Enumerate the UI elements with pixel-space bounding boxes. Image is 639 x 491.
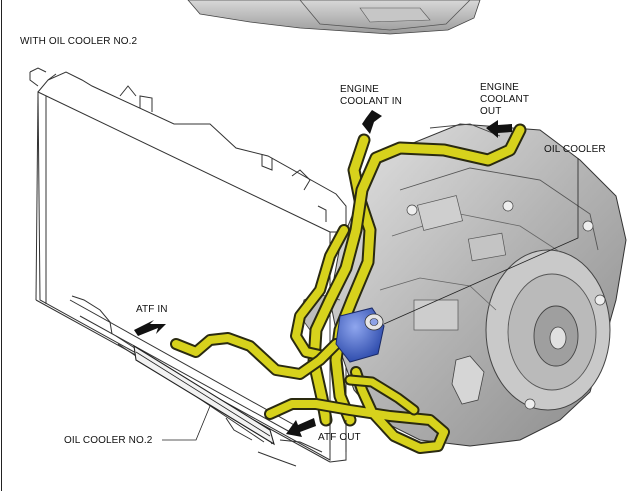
label-engine-coolant-out: ENGINE COOLANT OUT <box>480 82 530 117</box>
label-engine-coolant-in: ENGINE COOLANT IN <box>340 84 402 107</box>
oil-cooler-no2-leader <box>162 405 211 441</box>
engine-coolant-in-arrow <box>362 110 382 134</box>
atf-in-arrow <box>134 320 166 336</box>
arrows <box>134 110 512 437</box>
atf-out-arrow <box>286 418 316 437</box>
oil-cooler-no2 <box>133 344 275 446</box>
label-oil-cooler: OIL COOLER <box>544 144 606 155</box>
diagram-heading: WITH OIL COOLER NO.2 <box>20 36 138 47</box>
page-left-border <box>1 0 2 491</box>
label-oil-cooler-no2: OIL COOLER NO.2 <box>64 435 153 446</box>
oil-cooler-leader <box>383 158 579 325</box>
transmission-assembly <box>299 123 627 447</box>
leader-lines <box>162 158 579 452</box>
engine-coolant-out-arrow <box>486 120 512 138</box>
oil-cooler <box>335 307 385 363</box>
label-atf-in: ATF IN <box>136 304 168 315</box>
hoses <box>170 123 527 454</box>
label-atf-out: ATF OUT <box>318 432 361 443</box>
engine-part-top <box>187 0 481 35</box>
